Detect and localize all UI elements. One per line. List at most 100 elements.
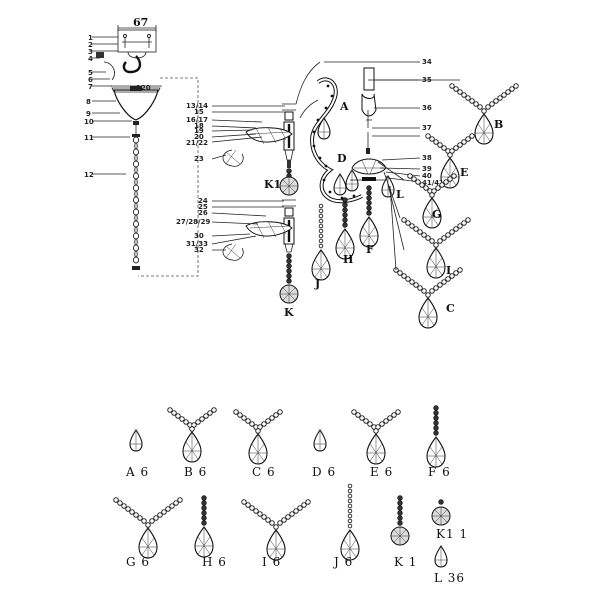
svg-text:23: 23 — [194, 155, 204, 163]
svg-text:39: 39 — [422, 165, 432, 173]
svg-text:30: 30 — [194, 232, 204, 240]
chain-link — [134, 238, 138, 246]
chain-link — [132, 160, 140, 168]
chain-link — [132, 184, 140, 192]
label-C: E — [460, 166, 468, 179]
svg-text:6: 6 — [88, 76, 93, 84]
center-chain — [132, 121, 140, 270]
part-B — [168, 408, 217, 462]
arm-ornament — [328, 190, 332, 194]
svg-text:12: 12 — [84, 171, 94, 179]
svg-text:8: 8 — [86, 98, 91, 106]
svg-text:C 6: C 6 — [252, 465, 276, 479]
svg-text:27/28/29: 27/28/29 — [176, 218, 210, 226]
svg-text:18: 18 — [194, 122, 204, 130]
svg-text:10: 10 — [84, 118, 94, 126]
svg-text:25: 25 — [198, 203, 208, 211]
chain-link — [134, 202, 138, 210]
svg-text:20: 20 — [194, 133, 204, 141]
label-F: F — [366, 243, 374, 256]
label-D: D — [337, 152, 347, 165]
svg-text:B 6: B 6 — [184, 465, 207, 479]
svg-text:15: 15 — [194, 108, 204, 116]
parts-list: A 6 B 6 C 6 D 6 E 6 F 6 G 6 H 6 I 6 J 6 … — [114, 406, 468, 585]
chain-link — [132, 196, 140, 204]
svg-text:36: 36 — [422, 104, 432, 112]
part-D — [313, 429, 327, 452]
svg-text:G 6: G 6 — [126, 555, 150, 569]
svg-text:3: 3 — [88, 48, 93, 56]
part-K — [390, 495, 410, 546]
svg-text:41/42: 41/42 — [422, 179, 444, 187]
chain-link — [132, 244, 140, 252]
label-A: A — [339, 100, 349, 113]
svg-text:J 6: J 6 — [332, 555, 353, 569]
middle-part-numbers: 13/14 15 16/17 18 19 20 21/22 23 24 25 2… — [176, 102, 210, 254]
arm-ornament — [312, 144, 316, 148]
svg-text:A 6: A 6 — [125, 465, 149, 479]
svg-text:9: 9 — [86, 110, 91, 118]
label-G: I — [446, 264, 451, 277]
svg-text:K 1: K 1 — [394, 555, 417, 569]
svg-text:13/14: 13/14 — [186, 102, 208, 110]
part-C — [234, 410, 283, 464]
svg-text:1: 1 — [88, 34, 93, 42]
chain-link — [132, 148, 140, 156]
svg-text:I 6: I 6 — [262, 555, 281, 569]
svg-text:5: 5 — [88, 69, 93, 77]
chain-link — [132, 208, 140, 216]
chain-link — [134, 142, 138, 150]
chain-link — [134, 154, 138, 162]
chain-link — [132, 232, 140, 240]
dimension-120-label: 120 — [136, 84, 151, 92]
svg-text:11: 11 — [84, 134, 94, 142]
dimension-67-label: 67 — [133, 16, 148, 29]
part-H — [195, 496, 213, 557]
svg-text:26: 26 — [198, 209, 208, 217]
part-L — [434, 545, 448, 568]
part-K1 — [431, 499, 451, 526]
label-E: G — [432, 208, 441, 221]
part-F — [427, 406, 445, 467]
right-crystal-garlands: B E G I C — [368, 79, 518, 328]
part-E — [352, 410, 401, 464]
label-B: B — [494, 118, 503, 131]
svg-text:H 6: H 6 — [202, 555, 227, 569]
label-J: J — [314, 277, 320, 290]
left-part-numbers: 1 2 3 4 5 6 7 8 9 10 11 12 — [84, 34, 94, 179]
svg-text:21/22: 21/22 — [186, 139, 208, 147]
middle-leaders — [211, 105, 285, 251]
label-I: C — [446, 302, 455, 315]
left-leaders — [92, 36, 132, 175]
label-K: K — [284, 306, 294, 319]
chain-link — [134, 214, 138, 222]
svg-text:7: 7 — [88, 83, 93, 91]
candle-cup: F L — [350, 67, 404, 256]
svg-text:31/33: 31/33 — [186, 240, 208, 248]
label-K1: K1 — [264, 178, 281, 191]
label-L: L — [396, 188, 404, 201]
svg-text:32: 32 — [194, 246, 204, 254]
right-part-numbers: 34 35 36 37 38 39 40 41/42 — [422, 58, 444, 187]
chain-link — [132, 220, 140, 228]
svg-text:16/17: 16/17 — [186, 116, 208, 124]
lower-glass-dish — [222, 220, 293, 261]
part-G — [114, 498, 183, 558]
upper-glass-dish — [222, 126, 293, 167]
label-H: H — [343, 253, 353, 266]
dashed-frame — [138, 77, 199, 277]
svg-text:24: 24 — [198, 197, 208, 205]
svg-text:K1 1: K1 1 — [436, 527, 468, 541]
svg-text:2: 2 — [88, 41, 93, 49]
arm-ornament — [316, 118, 320, 122]
chain-link — [134, 226, 138, 234]
part-A — [129, 429, 143, 452]
chain-link — [134, 250, 138, 258]
svg-text:L 36: L 36 — [434, 571, 465, 585]
arm-ornament — [324, 164, 328, 168]
svg-text:D 6: D 6 — [312, 465, 336, 479]
canopy-assembly: 67 120 — [96, 16, 162, 121]
svg-text:19: 19 — [194, 127, 204, 135]
arm-ornament — [318, 156, 322, 160]
